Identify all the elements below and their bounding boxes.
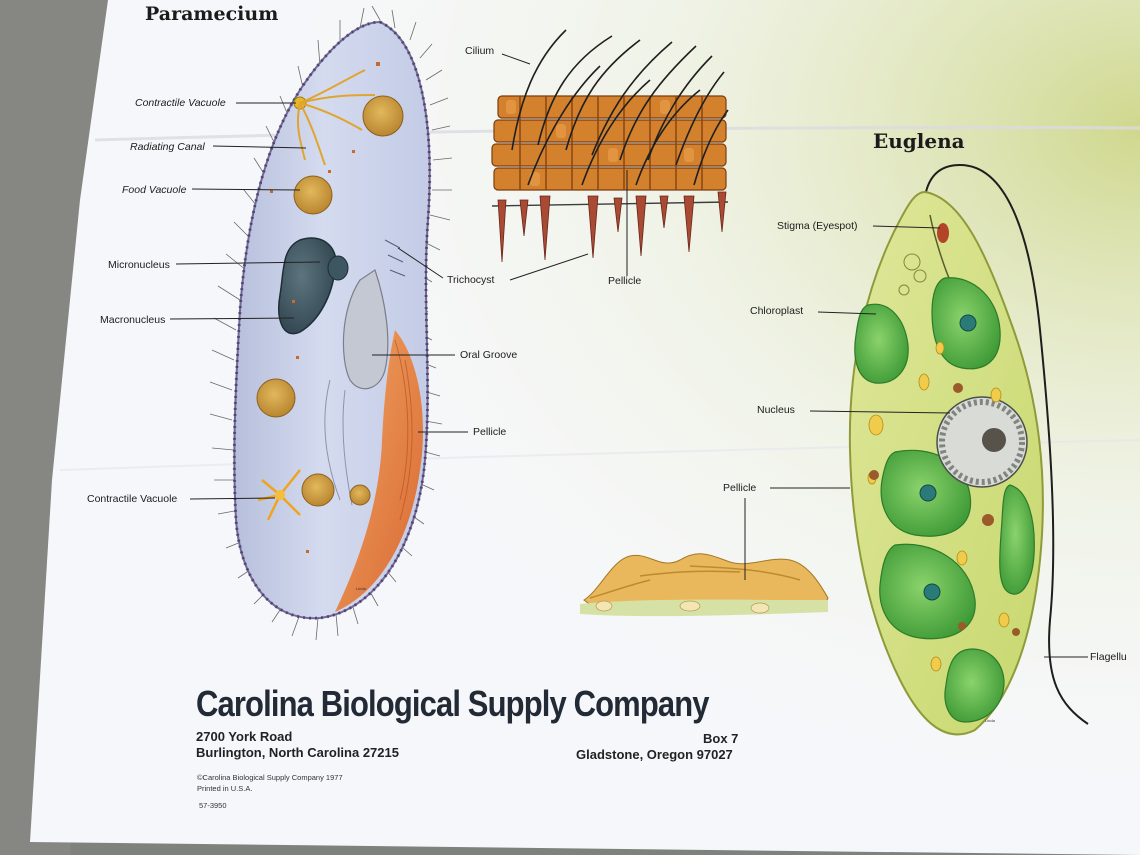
label-stigma: Stigma (Eyespot) [777, 220, 858, 232]
label-pellicle: Pellicle [473, 426, 507, 438]
label-macronucleus: Macronucleus [100, 314, 166, 326]
svg-text:Linda: Linda [985, 718, 996, 723]
euglena-title: Euglena [873, 129, 965, 153]
label-cilium: Cilium [465, 45, 495, 57]
printed-text: Printed in U.S.A. [197, 784, 253, 793]
euglena-illustration: Linda [848, 163, 1089, 736]
catalog-number: 57-3950 [199, 801, 227, 810]
label-chloroplast: Chloroplast [750, 305, 804, 317]
label-trichocyst: Trichocyst [447, 274, 495, 286]
company-name: Carolina Biological Supply Company [196, 683, 710, 724]
label-pellicle-detail: Pellicle [608, 275, 642, 287]
copyright-text: ©Carolina Biological Supply Company 1977 [197, 773, 343, 782]
label-micronucleus: Micronucleus [108, 259, 170, 271]
address-right-line1: Box 7 [703, 731, 739, 746]
pellicle-strip-illustration [580, 553, 829, 617]
label-contractile-vacuole-bottom: Contractile Vacuole [87, 493, 178, 505]
label-radiating-canal: Radiating Canal [130, 141, 205, 153]
address-left-line2: Burlington, North Carolina 27215 [196, 745, 399, 760]
address-right-line2: Gladstone, Oregon 97027 [576, 747, 733, 762]
label-euglena-pellicle: Pellicle [723, 482, 757, 494]
paramecium-illustration: Linda [209, 5, 453, 641]
label-contractile-vacuole-top: Contractile Vacuole [135, 97, 226, 109]
label-oral-groove: Oral Groove [460, 349, 518, 361]
paramecium-title: Paramecium [145, 3, 279, 25]
label-flagellum: Flagellu [1090, 651, 1127, 663]
address-left-line1: 2700 York Road [196, 729, 293, 744]
label-food-vacuole: Food Vacuole [122, 184, 187, 196]
label-nucleus: Nucleus [757, 404, 795, 416]
svg-text:Linda: Linda [356, 586, 367, 591]
cilia-pellicle-illustration [491, 29, 729, 263]
leader-lines [169, 53, 1088, 658]
